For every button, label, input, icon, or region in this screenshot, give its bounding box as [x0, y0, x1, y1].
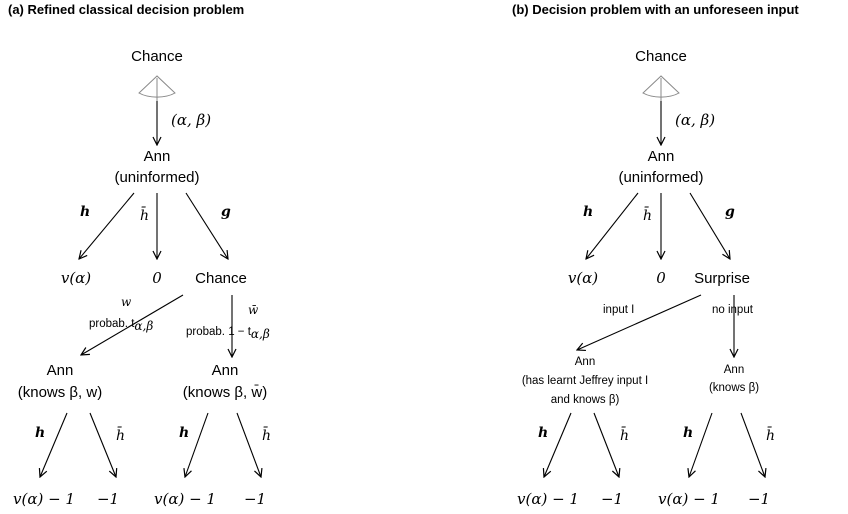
- mid-chance-node: Chance: [195, 270, 247, 287]
- right-hbar-label: h̄: [262, 426, 271, 444]
- edge-g: [185, 192, 228, 259]
- action-hbar-label: h̄: [643, 206, 652, 224]
- edge-right-h: [689, 412, 713, 477]
- leaf-v-minus-1: v(α) − 1: [154, 490, 216, 508]
- ann-right-label: Ann: [212, 362, 239, 379]
- edge-left-hbar: [89, 412, 116, 477]
- root-edge-label: (α, β): [171, 111, 211, 129]
- left-h-label: h: [35, 425, 45, 441]
- ann-left-state-2: and knows β): [551, 394, 620, 406]
- leaf-minus-1: −1: [97, 490, 119, 508]
- leaf-minus-1: −1: [748, 490, 770, 508]
- ann-left-state: (knows β, w): [18, 384, 102, 401]
- w-label: w: [121, 295, 132, 309]
- surprise-node: Surprise: [694, 270, 750, 287]
- panel-a-title: (a) Refined classical decision problem: [8, 2, 244, 17]
- ann-node-label: Ann: [648, 148, 675, 165]
- leaf-v-alpha: v(α): [61, 269, 91, 287]
- root-chance-node: Chance: [635, 48, 687, 65]
- no-input-label: no input: [712, 304, 754, 316]
- left-hbar-label: h̄: [620, 426, 629, 444]
- edge-left-hbar: [593, 412, 619, 477]
- action-hbar-label: h̄: [140, 206, 149, 224]
- leaf-v-alpha: v(α): [568, 269, 598, 287]
- leaf-minus-1: −1: [244, 490, 266, 508]
- panel-b: (b) Decision problem with an unforeseen …: [512, 2, 799, 508]
- edge-right-hbar: [236, 412, 261, 477]
- left-hbar-label: h̄: [116, 426, 125, 444]
- edge-right-hbar: [740, 412, 765, 477]
- root-edge-label: (α, β): [675, 111, 715, 129]
- leaf-v-minus-1: v(α) − 1: [13, 490, 75, 508]
- panel-a: (a) Refined classical decision problem C…: [8, 2, 271, 508]
- leaf-zero: 0: [152, 269, 162, 287]
- leaf-zero: 0: [656, 269, 666, 287]
- ann-left-label: Ann: [575, 356, 595, 368]
- ann-left-label: Ann: [47, 362, 74, 379]
- right-hbar-label: h̄: [766, 426, 775, 444]
- edge-left-h: [40, 412, 68, 477]
- ann-left-state: (has learnt Jeffrey input I: [522, 375, 648, 387]
- right-h-label: h: [683, 425, 693, 441]
- action-h-label: h: [80, 204, 90, 220]
- ann-node-state: (uninformed): [114, 169, 199, 186]
- action-g-label: g: [221, 204, 231, 220]
- wbar-probability: probab. 1 − tα,β: [186, 326, 270, 341]
- right-h-label: h: [179, 425, 189, 441]
- edge-g: [689, 192, 730, 259]
- ann-node-state: (uninformed): [618, 169, 703, 186]
- action-h-label: h: [583, 204, 593, 220]
- panel-b-title: (b) Decision problem with an unforeseen …: [512, 2, 799, 17]
- ann-right-state: (knows β): [709, 382, 759, 394]
- left-h-label: h: [538, 425, 548, 441]
- action-g-label: g: [725, 204, 735, 220]
- leaf-minus-1: −1: [601, 490, 623, 508]
- w-probability: probab. tα,β: [89, 318, 153, 333]
- ann-right-label: Ann: [724, 364, 744, 376]
- wbar-label: w̄: [248, 303, 259, 317]
- ann-node-label: Ann: [144, 148, 171, 165]
- edge-left-h: [544, 412, 572, 477]
- leaf-v-minus-1: v(α) − 1: [658, 490, 720, 508]
- ann-right-state: (knows β, w̄): [183, 384, 267, 401]
- leaf-v-minus-1: v(α) − 1: [517, 490, 579, 508]
- edge-h: [79, 192, 135, 259]
- input-label: input I: [603, 304, 634, 316]
- edge-input: [577, 294, 702, 350]
- root-chance-node: Chance: [131, 48, 183, 65]
- edge-right-h: [185, 412, 209, 477]
- edge-h: [586, 192, 639, 259]
- edge-w: [81, 294, 184, 355]
